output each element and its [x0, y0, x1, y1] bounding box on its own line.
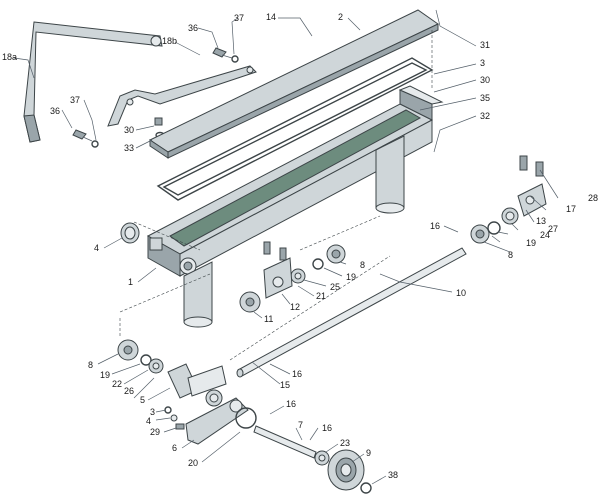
- callout-27: 27: [548, 224, 558, 234]
- callout-1: 1: [128, 277, 133, 287]
- callout-30-lower: 30: [124, 125, 134, 135]
- callout-25: 25: [330, 282, 340, 292]
- callout-16-mid: 16: [292, 369, 302, 379]
- callout-17: 17: [566, 204, 576, 214]
- callout-20: 20: [188, 458, 198, 468]
- callout-8-center: 8: [360, 260, 365, 270]
- ring-20: [235, 407, 257, 429]
- callout-37-lower: 37: [70, 95, 80, 105]
- callout-9: 9: [366, 448, 371, 458]
- callout-36: 36: [188, 23, 198, 33]
- leg-left: [183, 261, 213, 328]
- shaft-7: [253, 425, 317, 459]
- callout-5: 5: [140, 395, 145, 405]
- bearing-23: [314, 450, 330, 466]
- callout-31: 31: [480, 40, 490, 50]
- callout-8-right: 8: [508, 250, 513, 260]
- shaft-10: [236, 247, 467, 378]
- callout-16-arm: 16: [286, 399, 296, 409]
- bearing-23-lower: [205, 389, 223, 407]
- callout-23: 23: [340, 438, 350, 448]
- callout-13: 13: [536, 216, 546, 226]
- housing-13: [517, 183, 547, 217]
- callout-24: 24: [540, 230, 550, 240]
- callout-3-lower: 3: [150, 407, 155, 417]
- circlip-38: [360, 482, 372, 494]
- bearing-24: [501, 207, 519, 225]
- callout-7: 7: [298, 420, 303, 430]
- bracket-18a: [23, 21, 163, 143]
- callout-2: 2: [338, 12, 343, 22]
- bolt-36-lower: [72, 129, 99, 148]
- ring-4-upper: [120, 222, 140, 244]
- ring-19-lower: [140, 354, 152, 366]
- gear-11: [239, 291, 261, 313]
- cover-plate-2: [148, 9, 439, 159]
- callout-29: 29: [150, 427, 160, 437]
- gear-8-center: [326, 244, 346, 264]
- trough-body-1: [146, 85, 444, 277]
- callout-18b: 18b: [162, 36, 177, 46]
- callout-36-lower: 36: [50, 106, 60, 116]
- callout-38: 38: [388, 470, 398, 480]
- callout-28: 28: [588, 193, 598, 203]
- callout-19-right: 19: [526, 238, 536, 248]
- arm-6: [185, 397, 249, 445]
- callout-32: 32: [480, 111, 490, 121]
- gear-8-right: [470, 224, 490, 244]
- gear-8-lower: [117, 339, 139, 361]
- callout-3: 3: [480, 58, 485, 68]
- callout-6: 6: [172, 443, 177, 453]
- bearing-21: [290, 268, 306, 284]
- housing-12: [263, 241, 293, 299]
- leg-right: [375, 135, 405, 214]
- callout-4-upper: 4: [94, 243, 99, 253]
- bolt-36-upper: [212, 47, 239, 63]
- callout-16-right: 16: [430, 221, 440, 231]
- callout-33: 33: [124, 143, 134, 153]
- small-parts-lower: [164, 406, 185, 430]
- callout-10: 10: [456, 288, 466, 298]
- callout-4-lower: 4: [146, 416, 151, 426]
- callout-26: 26: [124, 386, 134, 396]
- callout-18a: 18a: [2, 52, 17, 62]
- callout-11: 11: [264, 314, 273, 324]
- callout-15: 15: [280, 380, 290, 390]
- callout-22: 22: [112, 379, 122, 389]
- pulley-9: [327, 449, 365, 491]
- callout-30: 30: [480, 75, 490, 85]
- callout-12: 12: [290, 302, 300, 312]
- leader-lines: [13, 9, 559, 485]
- callout-21: 21: [316, 291, 326, 301]
- flange-5: [167, 363, 227, 399]
- assembly-lines: [119, 30, 433, 361]
- callout-37: 37: [234, 13, 244, 23]
- bolts-17-28: [519, 155, 544, 177]
- callout-16-shaft: 16: [322, 423, 332, 433]
- ring-19-center: [312, 258, 324, 270]
- bracket-18b: [107, 65, 257, 127]
- callout-8-lower: 8: [88, 360, 93, 370]
- callout-19-lower: 19: [100, 370, 110, 380]
- callout-35: 35: [480, 93, 490, 103]
- ring-19-right: [487, 221, 501, 235]
- callout-14: 14: [266, 12, 276, 22]
- bearing-26: [148, 358, 164, 374]
- callout-19-center: 19: [346, 272, 356, 282]
- callout-labels: 18a 18b 36 37 14 2 31 3 30 35 32 37 36 3…: [2, 12, 598, 480]
